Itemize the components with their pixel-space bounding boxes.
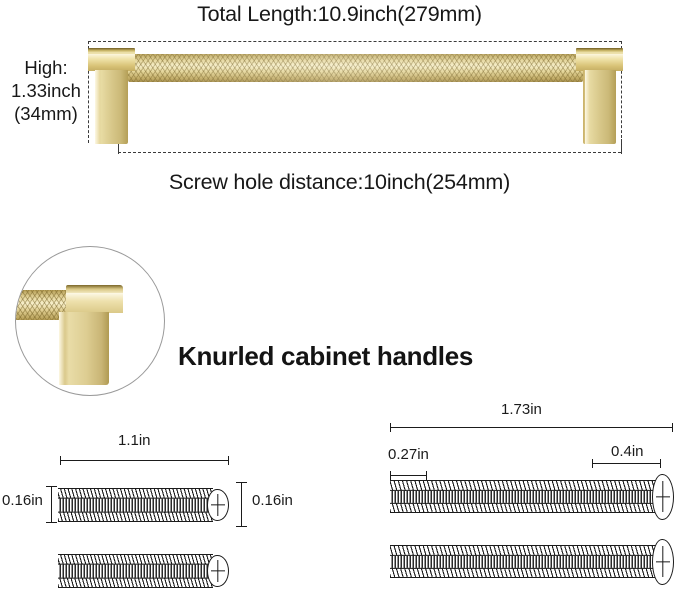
short-screw-length-label: 1.1in bbox=[118, 432, 151, 449]
long-screw-lower-head bbox=[652, 538, 674, 585]
right-post-shoulder bbox=[576, 54, 623, 71]
left-post-body bbox=[95, 70, 128, 144]
long-screw-segment-cap-left-start bbox=[390, 471, 391, 480]
screw-hole-tick-left bbox=[118, 139, 119, 154]
screw-hole-distance-label: Screw hole distance:10inch(254mm) bbox=[168, 170, 511, 194]
right-post-top-edge bbox=[576, 48, 623, 55]
long-screw-length-cap-right bbox=[672, 423, 673, 432]
long-screw-length-cap-left bbox=[390, 423, 391, 432]
right-post-highlight bbox=[585, 70, 590, 144]
screw-hole-tick-right bbox=[621, 139, 622, 154]
long-screw-segment-label-right: 0.4in bbox=[611, 443, 644, 460]
long-screw-segment-cap-right-end bbox=[660, 459, 661, 468]
long-screw-segment-line-right bbox=[592, 463, 660, 464]
dashed-line-right bbox=[621, 41, 622, 143]
handle-left-mount-post bbox=[88, 48, 135, 144]
short-screw-diameter-line-right bbox=[241, 482, 242, 526]
long-screw-segment-cap-right-start bbox=[592, 459, 593, 468]
long-screw-dimension-diagram: 1.73in 0.27in 0.4in bbox=[340, 395, 679, 603]
cabinet-handle-image bbox=[88, 48, 623, 144]
short-screw-upper bbox=[58, 488, 230, 522]
long-screw-segment-line-left bbox=[390, 475, 426, 476]
height-label-line-3: (34mm) bbox=[14, 103, 78, 124]
dashed-line-top bbox=[88, 41, 622, 42]
handle-right-mount-post bbox=[576, 48, 623, 144]
closeup-post-shoulder bbox=[66, 293, 123, 313]
short-screw-lower bbox=[58, 554, 230, 588]
handle-dimension-diagram: Total Length:10.9inch(279mm) High: 1.33i… bbox=[0, 0, 679, 215]
short-screw-dimension-diagram: 1.1in 0.16in 0.16in bbox=[0, 410, 340, 603]
long-screw-segment-cap-left-end bbox=[426, 471, 427, 480]
long-screw-lower bbox=[390, 538, 675, 585]
height-label-group: High: 1.33inch (34mm) bbox=[0, 56, 92, 125]
short-screw-diameter-cap-right-top bbox=[236, 482, 247, 483]
handle-end-closeup-circle bbox=[15, 246, 165, 396]
short-screw-length-line bbox=[60, 460, 228, 461]
long-screw-length-label: 1.73in bbox=[501, 401, 542, 418]
long-screw-lower-shaft bbox=[390, 545, 656, 578]
short-screw-diameter-cap-left-bottom bbox=[46, 522, 57, 523]
long-screw-upper-shaft bbox=[390, 480, 656, 513]
short-screw-upper-head bbox=[207, 489, 229, 521]
short-screw-diameter-cap-left-top bbox=[46, 486, 57, 487]
short-screw-length-cap-left bbox=[60, 456, 61, 465]
long-screw-segment-label-left: 0.27in bbox=[388, 446, 429, 463]
long-screw-upper bbox=[390, 473, 675, 520]
long-screw-length-line bbox=[390, 427, 672, 428]
dashed-line-left bbox=[88, 41, 89, 143]
height-label-line-1: High: bbox=[24, 57, 68, 78]
short-screw-diameter-cap-right-bottom bbox=[236, 526, 247, 527]
long-screw-upper-head bbox=[652, 473, 674, 520]
short-screw-lower-shaft bbox=[58, 554, 213, 588]
height-label-line-2: 1.33inch bbox=[11, 80, 81, 101]
left-post-top-edge bbox=[88, 48, 135, 55]
short-screw-diameter-line-left bbox=[51, 486, 52, 522]
total-length-label: Total Length:10.9inch(279mm) bbox=[197, 2, 482, 26]
left-post-highlight bbox=[95, 70, 100, 144]
closeup-post-edge bbox=[59, 312, 65, 385]
short-screw-lower-head bbox=[207, 555, 229, 587]
closeup-post-body bbox=[59, 312, 109, 385]
short-screw-length-cap-right bbox=[228, 456, 229, 465]
short-screw-upper-shaft bbox=[58, 488, 213, 522]
left-post-shoulder bbox=[88, 54, 135, 71]
short-screw-diameter-label-right: 0.16in bbox=[252, 492, 293, 509]
knurled-bar bbox=[128, 54, 583, 82]
short-screw-diameter-label-left: 0.16in bbox=[2, 492, 43, 509]
product-heading: Knurled cabinet handles bbox=[178, 341, 474, 371]
dashed-line-bottom bbox=[118, 152, 621, 153]
closeup-post-top bbox=[66, 285, 123, 294]
